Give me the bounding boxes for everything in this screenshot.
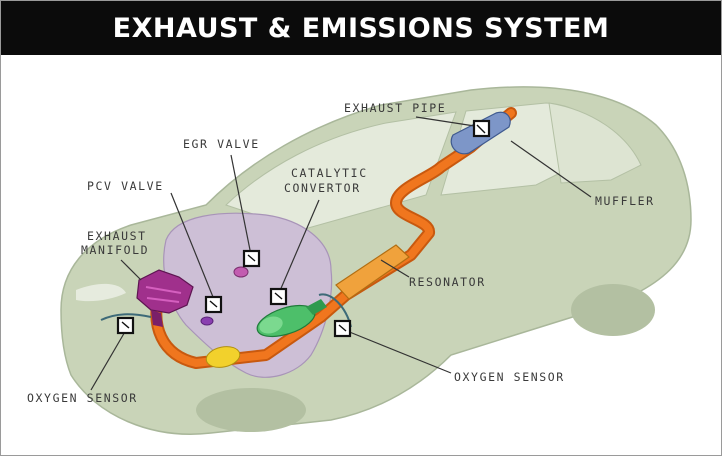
label-egr-valve: EGR VALVE [183, 137, 260, 151]
callout-muffler [472, 119, 491, 138]
label-manifold-1: EXHAUST [87, 229, 147, 243]
label-pcv-valve: PCV VALVE [87, 179, 164, 193]
label-exhaust-pipe: EXHAUST PIPE [344, 101, 446, 115]
front-resonator [205, 346, 241, 368]
label-resonator: RESONATOR [409, 275, 486, 289]
catalytic-converter [256, 299, 327, 338]
resonator [335, 244, 410, 300]
label-oxygen-sensor-right: OXYGEN SENSOR [454, 370, 565, 384]
label-manifold-2: MANIFOLD [81, 243, 149, 257]
label-muffler: MUFFLER [595, 194, 655, 208]
leader-lines [90, 116, 592, 391]
oxygen-sensor-wire-left [100, 313, 152, 321]
label-oxygen-sensor-left: OXYGEN SENSOR [27, 391, 138, 405]
label-catalytic-2: CONVERTOR [284, 181, 361, 195]
title-bar: EXHAUST & EMISSIONS SYSTEM [1, 1, 721, 55]
exhaust-diagram: EXHAUST PIPE EGR VALVE CATALYTIC CONVERT… [27, 86, 692, 435]
egr-valve-part [233, 266, 249, 278]
exhaust-manifold [136, 269, 194, 327]
diagram-title: EXHAUST & EMISSIONS SYSTEM [112, 12, 610, 44]
rear-wheel [571, 284, 655, 336]
label-catalytic-1: CATALYTIC [291, 166, 368, 180]
pcv-valve-part [200, 316, 214, 326]
front-wheel [196, 388, 306, 432]
